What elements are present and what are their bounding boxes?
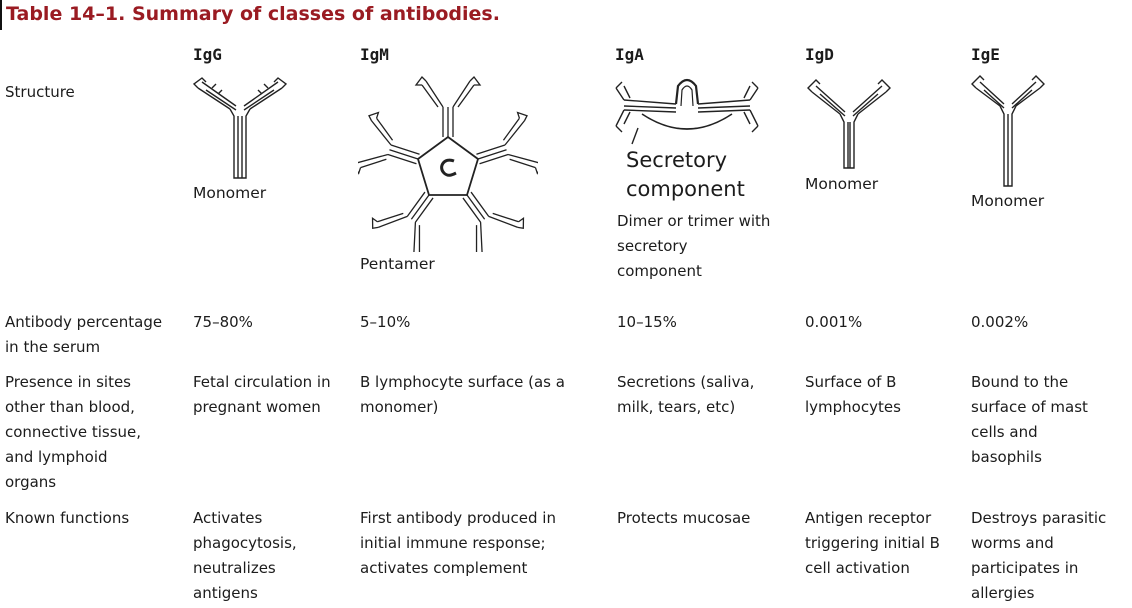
ige-monomer-diagram: [971, 75, 1045, 187]
iga-structure-caption-line2: secretory: [617, 237, 688, 255]
presence-ige-line1: Bound to the: [971, 373, 1069, 391]
presence-igd-line2: lymphocytes: [805, 398, 901, 416]
ige-structure-caption: Monomer: [971, 192, 1045, 210]
row-label-percentage-line2: in the serum: [5, 338, 101, 356]
row-label-presence-line2: other than blood,: [5, 398, 135, 416]
row-label-structure: Structure: [5, 83, 75, 101]
functions-ige-line3: participates in: [971, 559, 1079, 577]
presence-ige-line4: basophils: [971, 448, 1042, 466]
column-header-igd: IgD: [805, 45, 834, 64]
title-accent-bar: [0, 0, 2, 30]
functions-ige-line4: allergies: [971, 584, 1035, 602]
presence-igm-line2: monomer): [360, 398, 439, 416]
row-label-presence-line5: organs: [5, 473, 57, 491]
percentage-igm: 5–10%: [360, 313, 411, 331]
iga-dimer-diagram: [615, 78, 759, 145]
presence-igg-line2: pregnant women: [193, 398, 321, 416]
column-header-ige: IgE: [971, 45, 1000, 64]
percentage-igd: 0.001%: [805, 313, 863, 331]
row-label-presence-line3: connective tissue,: [5, 423, 142, 441]
row-label-functions: Known functions: [5, 509, 130, 527]
percentage-igg: 75–80%: [193, 313, 253, 331]
functions-igm-line1: First antibody produced in: [360, 509, 556, 527]
iga-diagram-label-component: component: [626, 177, 745, 201]
functions-igg-line2: phagocytosis,: [193, 534, 297, 552]
functions-igd-line2: triggering initial B: [805, 534, 940, 552]
presence-iga-line1: Secretions (saliva,: [617, 373, 755, 391]
functions-igm-line2: initial immune response;: [360, 534, 546, 552]
column-header-iga: IgA: [615, 45, 644, 64]
table-title: Table 14–1. Summary of classes of antibo…: [6, 3, 500, 25]
igm-pentamer-diagram: [358, 76, 538, 252]
igd-monomer-diagram: [807, 79, 891, 169]
presence-igd-line1: Surface of B: [805, 373, 897, 391]
functions-igd-line1: Antigen receptor: [805, 509, 932, 527]
row-label-presence-line4: and lymphoid: [5, 448, 108, 466]
functions-igg-line1: Activates: [193, 509, 263, 527]
igd-structure-caption: Monomer: [805, 175, 879, 193]
row-label-presence-line1: Presence in sites: [5, 373, 131, 391]
presence-ige-line2: surface of mast: [971, 398, 1088, 416]
column-header-igg: IgG: [193, 45, 222, 64]
functions-ige-line2: worms and: [971, 534, 1054, 552]
functions-igd-line3: cell activation: [805, 559, 910, 577]
functions-igm-line3: activates complement: [360, 559, 528, 577]
functions-iga: Protects mucosae: [617, 509, 751, 527]
functions-igg-line4: antigens: [193, 584, 258, 602]
igm-structure-caption: Pentamer: [360, 255, 435, 273]
functions-igg-line3: neutralizes: [193, 559, 276, 577]
presence-iga-line2: milk, tears, etc): [617, 398, 736, 416]
row-label-percentage-line1: Antibody percentage: [5, 313, 163, 331]
presence-ige-line3: cells and: [971, 423, 1038, 441]
igg-structure-caption: Monomer: [193, 184, 267, 202]
igg-monomer-diagram: [192, 77, 288, 179]
presence-igm-line1: B lymphocyte surface (as a: [360, 373, 565, 391]
column-header-igm: IgM: [360, 45, 389, 64]
presence-igg-line1: Fetal circulation in: [193, 373, 331, 391]
functions-ige-line1: Destroys parasitic: [971, 509, 1107, 527]
iga-diagram-label-secretory: Secretory: [626, 148, 728, 172]
iga-structure-caption-line1: Dimer or trimer with: [617, 212, 771, 230]
percentage-iga: 10–15%: [617, 313, 677, 331]
iga-structure-caption-line3: component: [617, 262, 702, 280]
percentage-ige: 0.002%: [971, 313, 1029, 331]
